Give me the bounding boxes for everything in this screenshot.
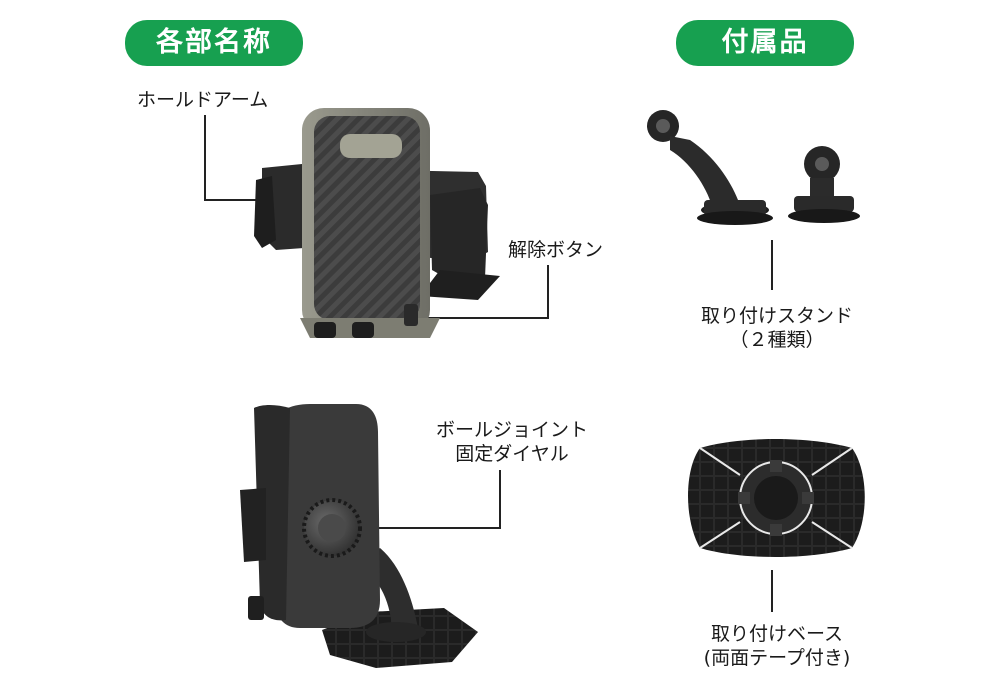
accessories-section-title: 付属品 (676, 20, 854, 66)
hold-arm-leader (204, 115, 262, 201)
mount-base-label-line2: (両面テープ付き) (703, 647, 851, 669)
parts-section-title: 各部名称 (125, 20, 303, 66)
hold-arm-label: ホールドアーム (137, 89, 269, 111)
mount-stand-label-line2: （２種類） (729, 329, 825, 351)
mount-base-label-line1: 取り付けベース (710, 623, 844, 645)
ball-joint-label-line1: ボールジョイント (435, 419, 588, 441)
mount-base (688, 439, 865, 557)
phone-holder-front (254, 108, 500, 338)
mount-stand-long (647, 110, 773, 225)
leader-lines (204, 115, 773, 612)
release-button-leader (412, 265, 549, 319)
phone-holder-side (240, 404, 478, 668)
ball-joint-leader (345, 470, 501, 529)
mount-stand-short (788, 146, 860, 223)
mount-stand-label: 取り付けスタンド （２種類） (672, 304, 882, 352)
mount-stand-label-line1: 取り付けスタンド (700, 305, 853, 327)
mount-base-label: 取り付けベース (両面テープ付き) (672, 622, 882, 670)
release-button-label: 解除ボタン (508, 239, 604, 261)
ball-joint-label-line2: 固定ダイヤル (455, 443, 569, 465)
ball-joint-dial-label: ボールジョイント 固定ダイヤル (412, 418, 612, 466)
